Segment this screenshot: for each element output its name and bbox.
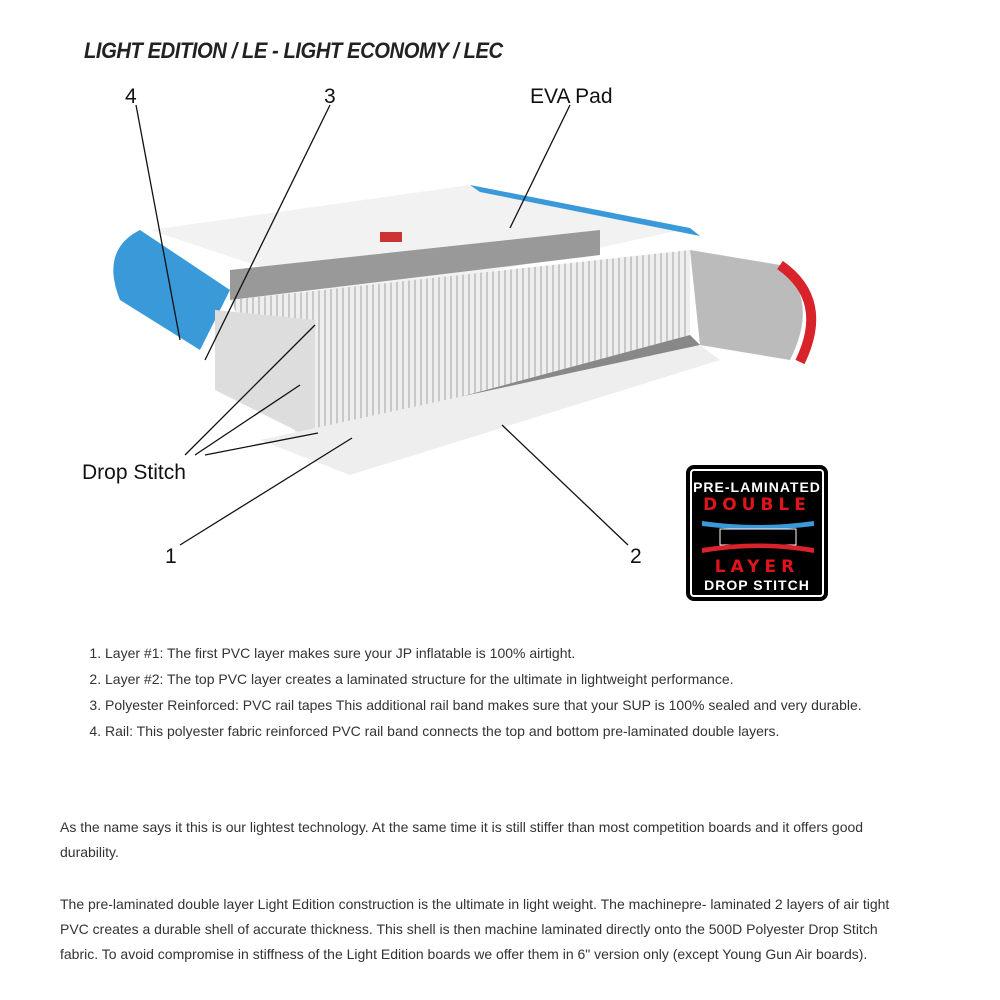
list-item: Polyester Reinforced: PVC rail tapes Thi…	[105, 692, 862, 718]
callout-3: 3	[324, 85, 336, 108]
list-item: Layer #1: The first PVC layer makes sure…	[105, 640, 862, 666]
blue-rail	[113, 230, 230, 350]
callout-1: 1	[165, 545, 177, 568]
drop-stitch	[230, 250, 690, 440]
callout-4: 4	[125, 85, 137, 108]
description-paragraph-2: The pre-laminated double layer Light Edi…	[60, 896, 890, 962]
eva-pad	[230, 230, 600, 300]
list-item: Rail: This polyester fabric reinforced P…	[105, 718, 862, 744]
callout-drop-stitch: Drop Stitch	[82, 461, 186, 484]
board-cross-section-illustration	[113, 104, 817, 546]
description-paragraph-1: As the name says it this is our lightest…	[60, 819, 864, 860]
red-rail	[690, 250, 803, 360]
page-title: LIGHT EDITION / LE - LIGHT ECONOMY / LEC	[84, 38, 503, 63]
layer-list: Layer #1: The first PVC layer makes sure…	[83, 640, 862, 744]
callout-eva-pad: EVA Pad	[530, 85, 613, 108]
callout-lines	[135, 104, 629, 546]
pre-laminated-badge-logo: PRE-LAMINATED DOUBLE LAYER DROP STITCH	[686, 465, 828, 601]
callout-2: 2	[630, 545, 642, 568]
list-item: Layer #2: The top PVC layer creates a la…	[105, 666, 862, 692]
